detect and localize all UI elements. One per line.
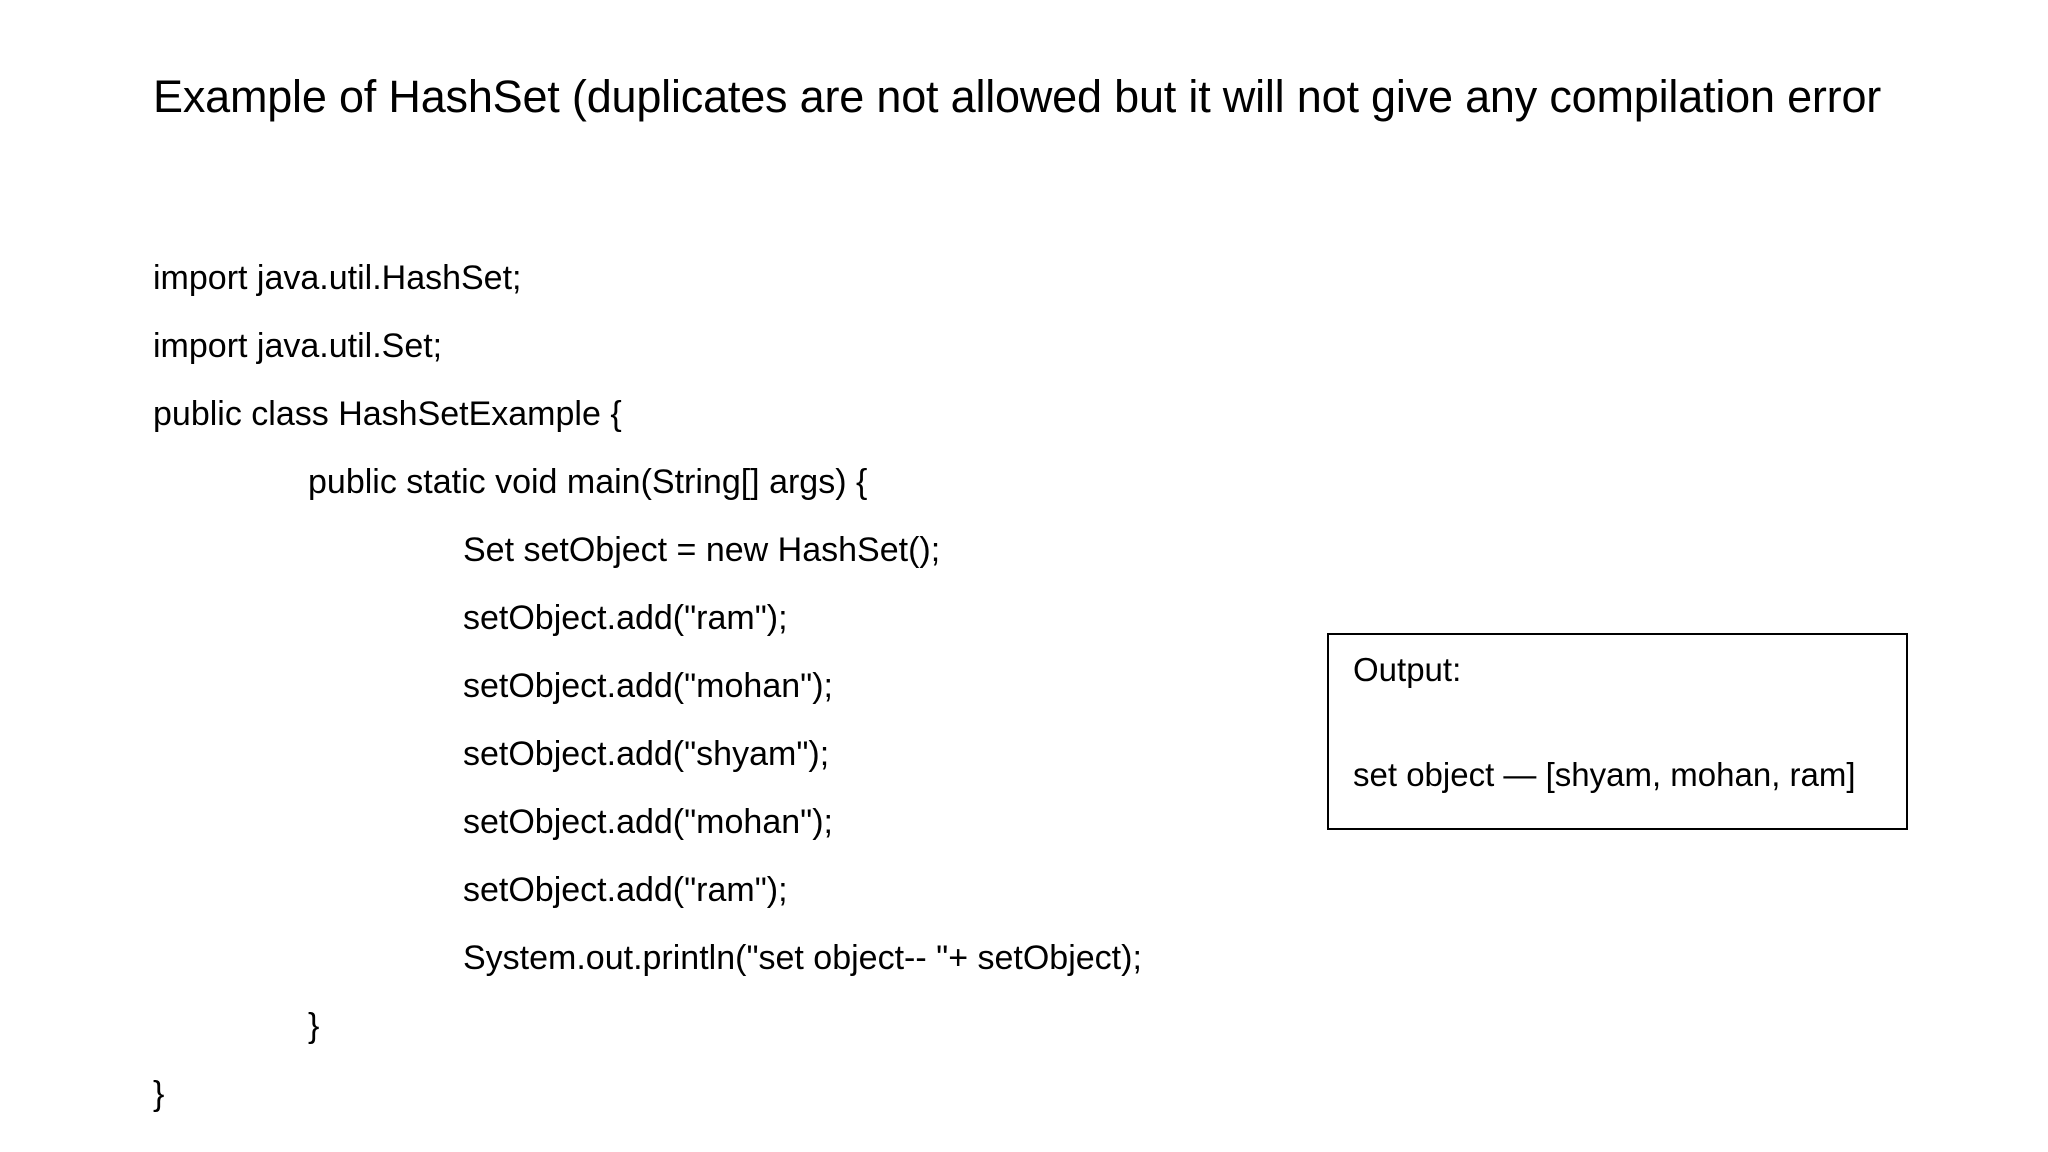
page-title: Example of HashSet (duplicates are not a… xyxy=(153,71,1882,123)
code-line: public class HashSetExample { xyxy=(0,380,2048,448)
code-line-text: public static void main(String[] args) { xyxy=(308,463,868,501)
code-line: setObject.add("ram"); xyxy=(0,584,2048,652)
code-line: import java.util.HashSet; xyxy=(0,244,2048,312)
code-line: public static void main(String[] args) { xyxy=(0,448,2048,516)
code-line-text: setObject.add("ram"); xyxy=(463,599,788,637)
code-line: System.out.println("set object-- "+ setO… xyxy=(0,924,2048,992)
code-line: } xyxy=(0,1060,2048,1128)
code-line-text: setObject.add("mohan"); xyxy=(463,667,833,705)
code-line: setObject.add("mohan"); xyxy=(0,652,2048,720)
code-line-text: Set setObject = new HashSet(); xyxy=(463,531,941,569)
output-label: Output: xyxy=(1353,651,1462,688)
code-line-text: public class HashSetExample { xyxy=(153,395,622,433)
code-line-text: } xyxy=(153,1075,165,1113)
output-box: Output: set object — [shyam, mohan, ram] xyxy=(1327,633,1908,830)
code-line-text: System.out.println("set object-- "+ setO… xyxy=(463,939,1142,977)
code-line: setObject.add("mohan"); xyxy=(0,788,2048,856)
code-line: import java.util.Set; xyxy=(0,312,2048,380)
code-block: import java.util.HashSet; import java.uti… xyxy=(0,244,2048,1128)
code-line: setObject.add("ram"); xyxy=(0,856,2048,924)
output-result-text: set object — [shyam, mohan, ram] xyxy=(1353,756,1856,793)
code-line: Set setObject = new HashSet(); xyxy=(0,516,2048,584)
code-line-text: } xyxy=(308,1007,320,1045)
code-line: } xyxy=(0,992,2048,1060)
code-line-text: setObject.add("mohan"); xyxy=(463,803,833,841)
code-line-text: setObject.add("ram"); xyxy=(463,871,788,909)
code-line: setObject.add("shyam"); xyxy=(0,720,2048,788)
code-line-text: setObject.add("shyam"); xyxy=(463,735,830,773)
code-line-text: import java.util.Set; xyxy=(153,327,443,365)
output-spacer xyxy=(1353,686,1896,758)
code-line-text: import java.util.HashSet; xyxy=(153,259,522,297)
